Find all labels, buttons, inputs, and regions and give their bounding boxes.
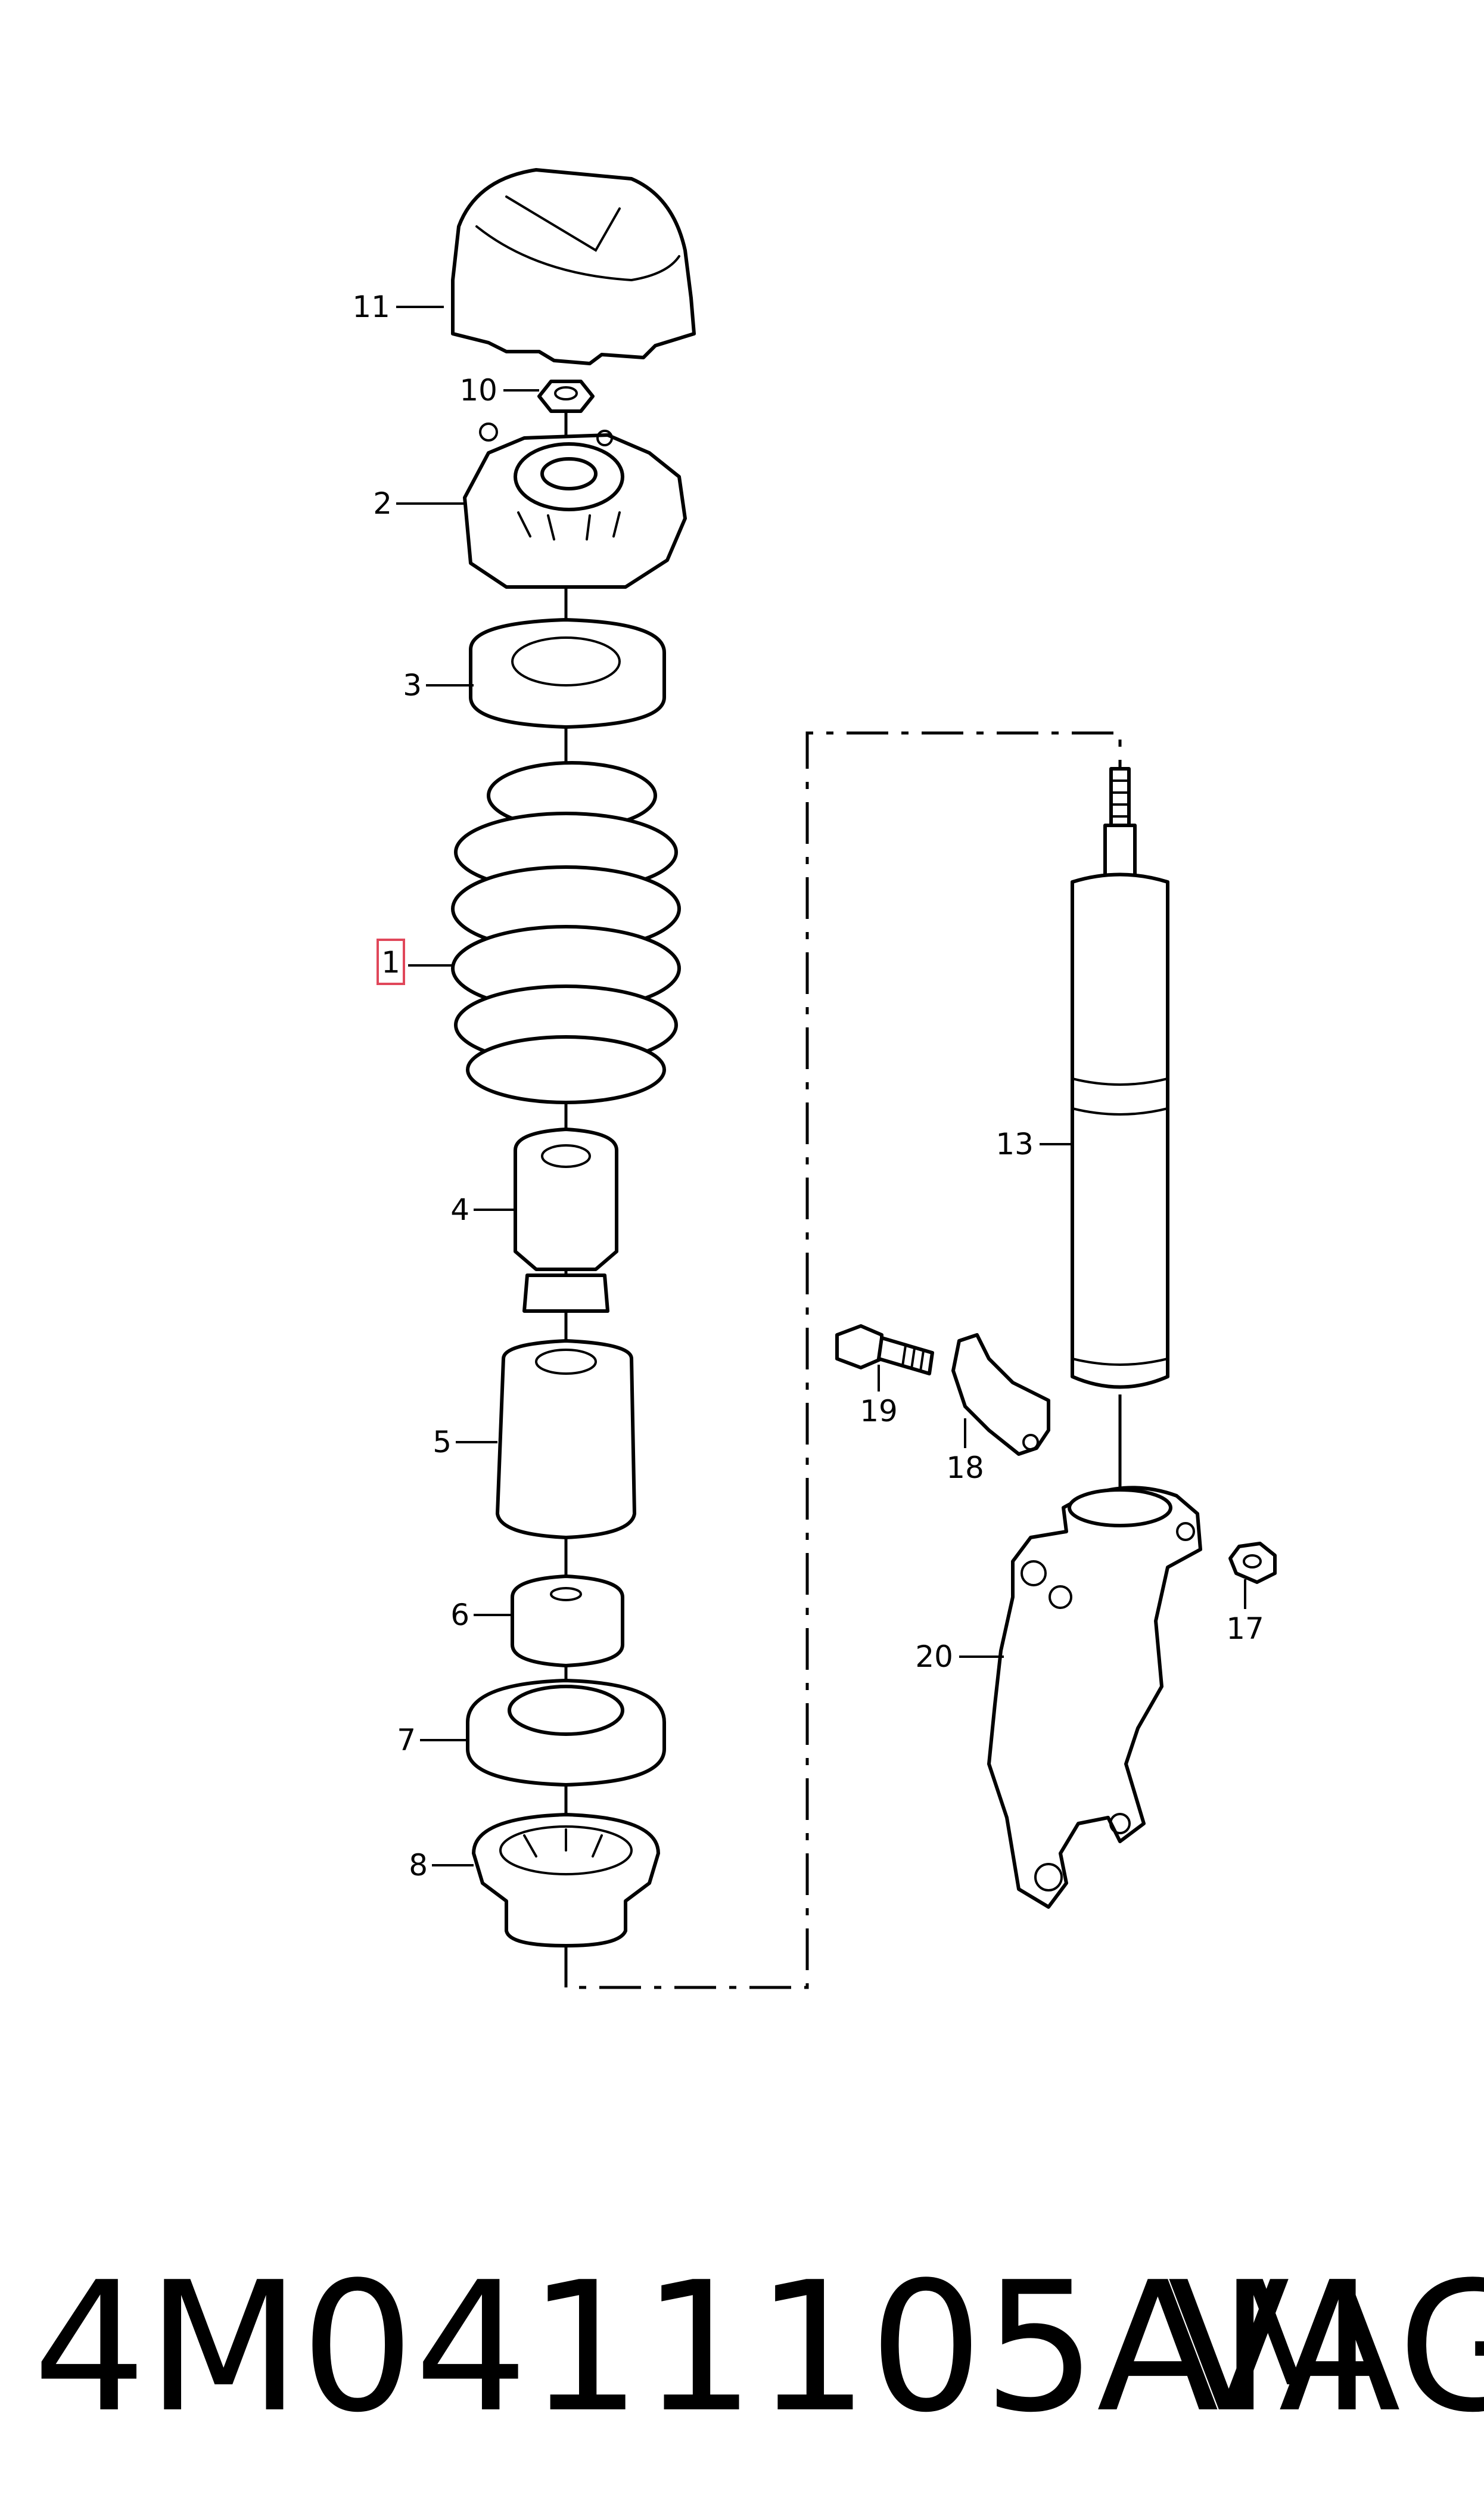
part-bolt-19 [835,1324,934,1375]
part-wheel-bearing-housing [987,1486,1202,1909]
callout-19[interactable]: 19 [860,1394,898,1428]
callout-1-highlight [377,939,405,985]
callout-labels: 11 10 2 3 1 4 5 6 7 8 13 19 18 17 20 [352,290,1264,1883]
callout-1[interactable]: 1 [381,945,400,980]
part-lower-spring-pad [466,1679,666,1787]
callout-7[interactable]: 7 [397,1723,416,1757]
part-nut-10 [537,380,595,413]
part-coil-spring [451,761,681,1104]
brand-name: VAG [1168,2244,1484,2452]
callout-13[interactable]: 13 [995,1127,1034,1161]
part-bump-stop [514,1128,618,1313]
callout-8[interactable]: 8 [409,1848,428,1883]
part-shock-absorber [1071,767,1169,1389]
part-upper-spring-seat [469,618,666,729]
part-dust-boot [496,1339,636,1539]
part-number: 4M0411105AM [33,2244,1373,2452]
callout-17[interactable]: 17 [1226,1611,1264,1646]
part-bracket-18 [951,1333,1050,1456]
callout-3[interactable]: 3 [403,668,422,703]
callout-11[interactable]: 11 [352,290,390,324]
part-bushing [511,1574,624,1667]
callout-2[interactable]: 2 [373,486,392,521]
callout-10[interactable]: 10 [459,373,497,408]
part-strut-mount [463,423,687,589]
leader-lines [396,306,1246,1866]
callout-5[interactable]: 5 [433,1425,452,1459]
part-lower-spring-seat [472,1813,660,1948]
callout-4[interactable]: 4 [450,1192,469,1227]
part-protective-cap [451,168,696,365]
callout-20[interactable]: 20 [915,1639,953,1674]
part-nut-17 [1228,1542,1277,1584]
callout-18[interactable]: 18 [946,1450,984,1485]
callout-6[interactable]: 6 [450,1598,469,1632]
